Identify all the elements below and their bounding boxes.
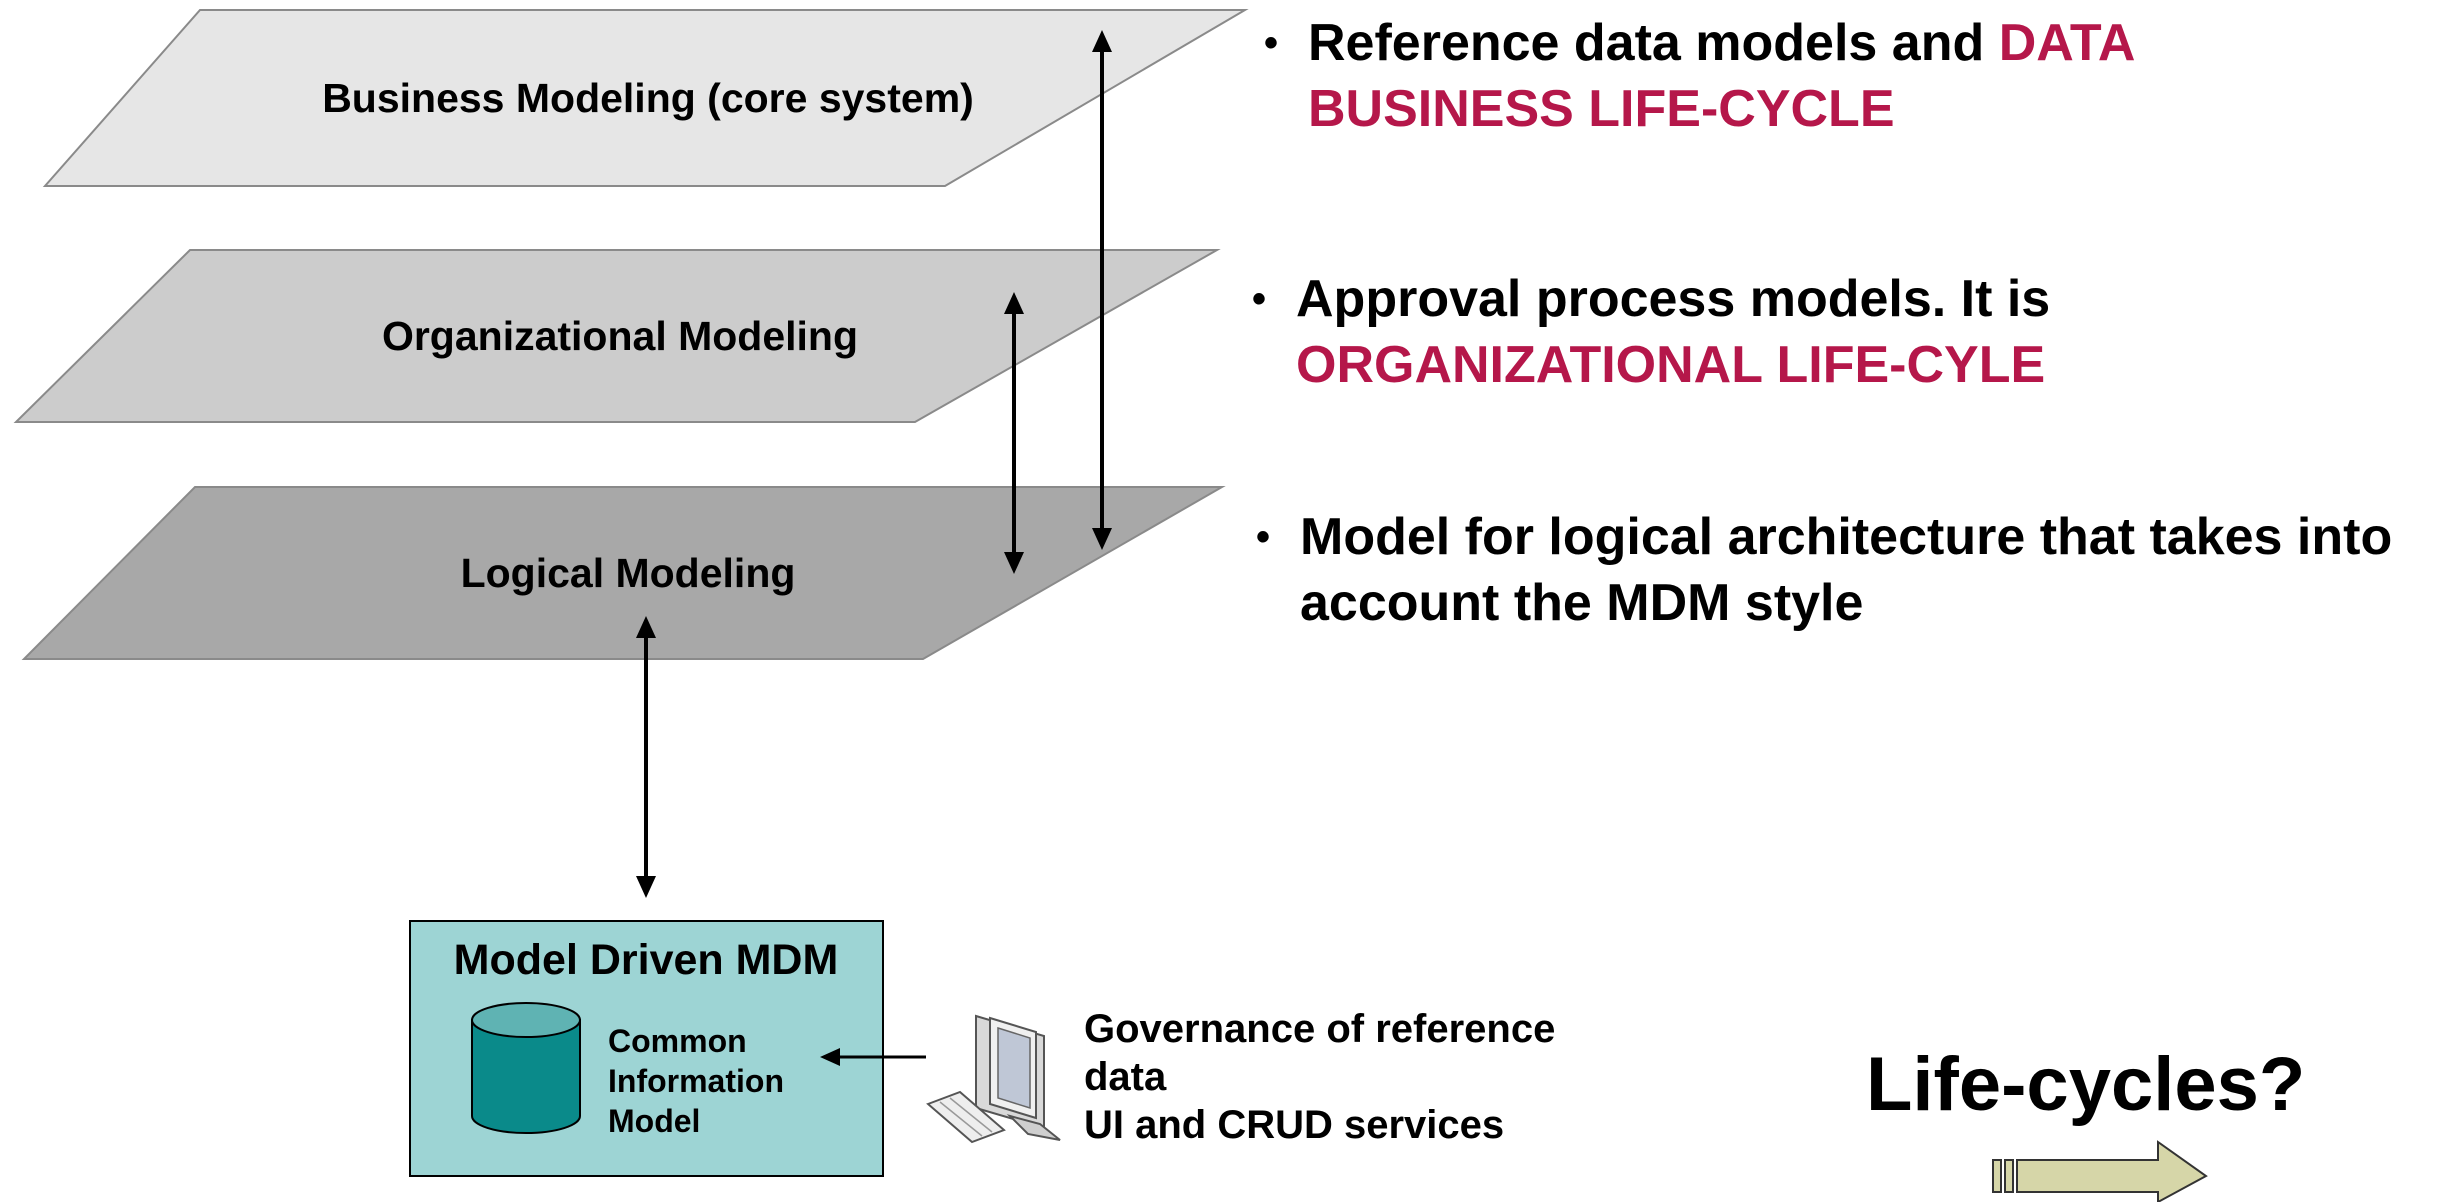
- next-arrow-icon: [1992, 1140, 2208, 1202]
- cim-line-3: Model: [608, 1103, 700, 1139]
- layer-organizational-plane: [13, 249, 1221, 423]
- bullet-business-accent: DATA BUSINESS LIFE-CYCLE: [1308, 14, 2134, 138]
- bullet-logical-text: Model for logical architecture that take…: [1300, 508, 2393, 632]
- bullet-organizational-accent: ORGANIZATIONAL LIFE-CYLE: [1296, 336, 2046, 394]
- governance-text: Governance of reference data UI and CRUD…: [1084, 1007, 1566, 1147]
- bullet-dot: •: [1264, 21, 1279, 65]
- governance-line-3: UI and CRUD services: [1084, 1103, 1504, 1147]
- bullet-organizational: • Approval process models. It is ORGANIZ…: [1252, 266, 2246, 398]
- layer-business: Business Modeling (core system): [42, 9, 1249, 187]
- bullet-organizational-text: Approval process models. It is: [1296, 270, 2051, 328]
- arrow-ui-to-cim: [820, 1048, 926, 1066]
- lifecycle-question: Life-cycles?: [1866, 1042, 2306, 1127]
- arrow-logical-mdm: [636, 616, 656, 898]
- layer-logical-label: Logical Modeling: [461, 550, 796, 596]
- layer-organizational-label: Organizational Modeling: [382, 313, 858, 359]
- cim-line-2: Information: [608, 1063, 784, 1099]
- governance-line-1: Governance of reference: [1084, 1007, 1555, 1051]
- bullet-business: • Reference data models and DATA BUSINES…: [1264, 10, 2208, 142]
- bullet-dot: •: [1252, 277, 1267, 321]
- database-icon: [471, 1002, 581, 1134]
- layer-organizational: Organizational Modeling: [13, 249, 1221, 423]
- governance-line-2: data: [1084, 1055, 1167, 1099]
- cim-line-1: Common: [608, 1023, 747, 1059]
- layer-logical-plane: [21, 486, 1226, 660]
- arrow-organizational-logical: [1004, 292, 1024, 574]
- bullet-logical: • Model for logical architecture that ta…: [1256, 504, 2420, 636]
- layer-logical: Logical Modeling: [21, 486, 1226, 660]
- cim-label: Common Information Model: [608, 1023, 793, 1139]
- bullet-dot: •: [1256, 515, 1271, 559]
- layer-business-label: Business Modeling (core system): [322, 75, 974, 121]
- computer-icon: [926, 1014, 1061, 1144]
- layer-business-plane: [42, 9, 1249, 187]
- bullet-business-text: Reference data models and: [1308, 14, 1999, 72]
- arrow-business-logical: [1092, 30, 1112, 550]
- mdm-box: Model Driven MDM Common Information Mode…: [409, 920, 884, 1177]
- mdm-title: Model Driven MDM: [454, 936, 839, 984]
